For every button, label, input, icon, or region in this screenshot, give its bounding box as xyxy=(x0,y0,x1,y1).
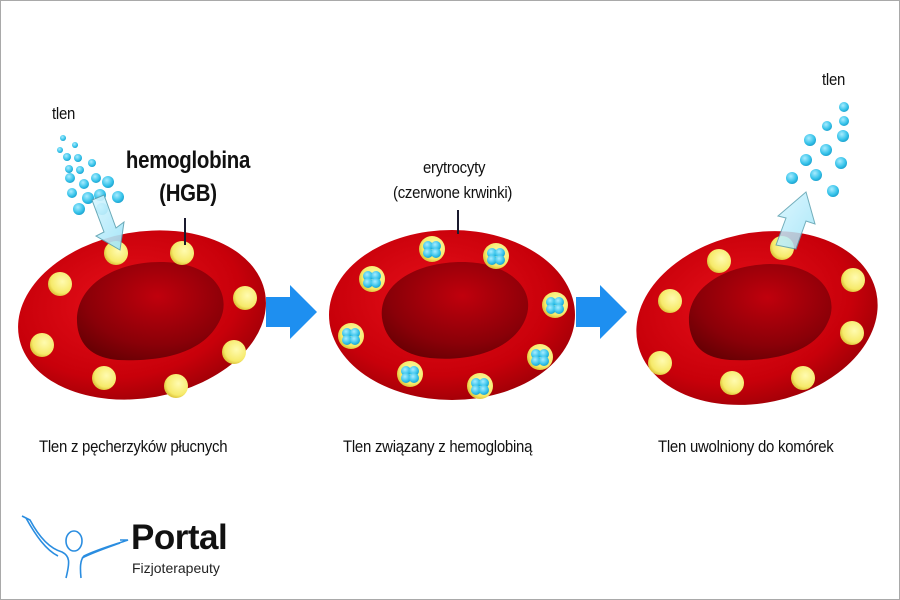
hemoglobin-dots xyxy=(30,241,257,398)
logo-subtitle: Fizjoterapeuty xyxy=(132,560,220,576)
hemoglobin-dots xyxy=(648,236,865,395)
oxygen-in-label: tlen xyxy=(52,104,76,123)
stage-caption-3: Tlen uwolniony do komórek xyxy=(658,437,834,456)
oxygenated-hemoglobin xyxy=(338,236,568,399)
process-arrow-2 xyxy=(576,285,627,339)
oxygen-particles-out xyxy=(786,102,849,197)
logo-figure-icon xyxy=(21,515,129,579)
oxygen-in-arrow xyxy=(91,194,125,251)
hemoglobin-label: hemoglobina xyxy=(125,147,251,174)
oxygen-particles-in xyxy=(57,135,124,215)
red-blood-cell-2 xyxy=(329,230,575,400)
oxygen-out-arrow xyxy=(775,191,816,250)
hemoglobin-abbr-label: (HGB) xyxy=(159,180,217,207)
red-blood-cell-3 xyxy=(636,231,878,405)
erythrocytes-label: erytrocyty xyxy=(423,158,486,177)
erythrocytes-sub-label: (czerwone krwinki) xyxy=(393,183,513,202)
stage-caption-2: Tlen związany z hemoglobiną xyxy=(343,437,533,456)
oxygen-out-label: tlen xyxy=(822,70,846,89)
red-blood-cell-1 xyxy=(18,230,266,400)
logo-title: Portal xyxy=(131,518,228,557)
stage-caption-1: Tlen z pęcherzyków płucnych xyxy=(39,437,228,456)
process-arrow-1 xyxy=(266,285,317,339)
